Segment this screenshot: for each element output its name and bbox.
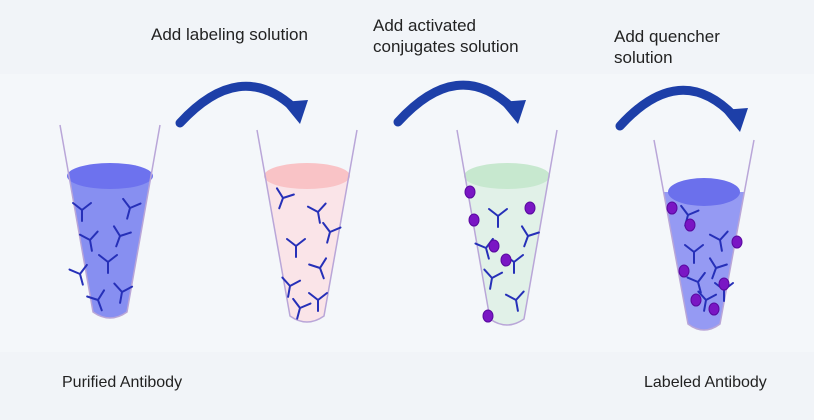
step-label-quencher: Add quencher solution bbox=[614, 26, 720, 68]
liquid-surface bbox=[67, 163, 153, 189]
dye-molecule-icon bbox=[464, 185, 476, 199]
dye-molecule-icon bbox=[684, 218, 696, 232]
antibody-icon bbox=[520, 225, 540, 248]
antibody-icon bbox=[686, 271, 706, 294]
dye-molecule-icon bbox=[482, 309, 494, 323]
antibody-icon bbox=[708, 230, 729, 252]
dye-molecule-icon bbox=[488, 239, 500, 253]
antibody-icon bbox=[275, 187, 295, 210]
antibody-icon bbox=[122, 197, 142, 220]
bottom-band bbox=[0, 352, 814, 420]
step-label-line: solution bbox=[614, 48, 673, 67]
antibody-icon bbox=[292, 297, 312, 320]
liquid-surface bbox=[668, 178, 740, 206]
tube-outline bbox=[59, 124, 161, 319]
antibody-icon bbox=[308, 292, 328, 312]
antibody-icon bbox=[286, 238, 306, 258]
step-label-labeling: Add labeling solution bbox=[151, 24, 308, 45]
step-label-line: Add activated bbox=[373, 16, 477, 35]
antibody-icon bbox=[72, 202, 92, 222]
antibody-icon bbox=[68, 263, 88, 286]
dye-molecule-icon bbox=[678, 264, 690, 278]
dye-molecule-icon bbox=[731, 235, 743, 249]
tube-liquid bbox=[264, 176, 350, 322]
dye-molecule-icon bbox=[666, 201, 678, 215]
tube-outline bbox=[653, 139, 755, 331]
antibody-icon bbox=[113, 282, 134, 304]
curved-arrow-icon bbox=[175, 81, 308, 128]
step-label-line: Add labeling solution bbox=[151, 25, 308, 44]
tube-conjugates bbox=[456, 129, 558, 326]
top-band bbox=[0, 0, 814, 74]
antibody-icon bbox=[281, 276, 302, 298]
antibody-icon bbox=[112, 225, 132, 248]
dye-molecule-icon bbox=[524, 201, 536, 215]
tube-outline bbox=[256, 129, 358, 323]
antibody-icon bbox=[308, 257, 328, 280]
antibody-icon bbox=[697, 290, 718, 312]
curved-arrow-icon bbox=[615, 85, 748, 132]
antibody-icon bbox=[98, 254, 118, 274]
dye-molecule-icon bbox=[500, 253, 512, 267]
liquid-surface bbox=[464, 163, 550, 189]
antibody-icon bbox=[86, 289, 106, 312]
antibody-icon bbox=[684, 244, 704, 264]
antibody-icon bbox=[306, 202, 327, 224]
step-label-line: Add quencher bbox=[614, 27, 720, 46]
curved-arrow-icon bbox=[393, 80, 526, 127]
tube-label-purified-antibody: Purified Antibody bbox=[62, 374, 183, 391]
antibody-icon bbox=[488, 208, 508, 228]
tube-purified bbox=[59, 124, 161, 319]
antibody-icon bbox=[708, 257, 728, 280]
antibody-icon bbox=[78, 230, 99, 252]
step-label-conjugates: Add activated conjugates solution bbox=[373, 15, 519, 57]
antibody-icon bbox=[322, 221, 342, 244]
antibody-icon bbox=[483, 268, 504, 290]
tube-labeling bbox=[256, 129, 358, 323]
tube-liquid bbox=[68, 176, 152, 318]
tube-label-labeled-antibody: Labeled Antibody bbox=[644, 374, 767, 391]
dye-molecule-icon bbox=[718, 277, 730, 291]
dye-molecule-icon bbox=[690, 293, 702, 307]
tube-labeled bbox=[653, 139, 755, 331]
dye-molecule-icon bbox=[708, 302, 720, 316]
dye-molecule-icon bbox=[468, 213, 480, 227]
step-label-line: conjugates solution bbox=[373, 37, 519, 56]
antibody-icon bbox=[504, 290, 525, 312]
liquid-surface bbox=[264, 163, 350, 189]
